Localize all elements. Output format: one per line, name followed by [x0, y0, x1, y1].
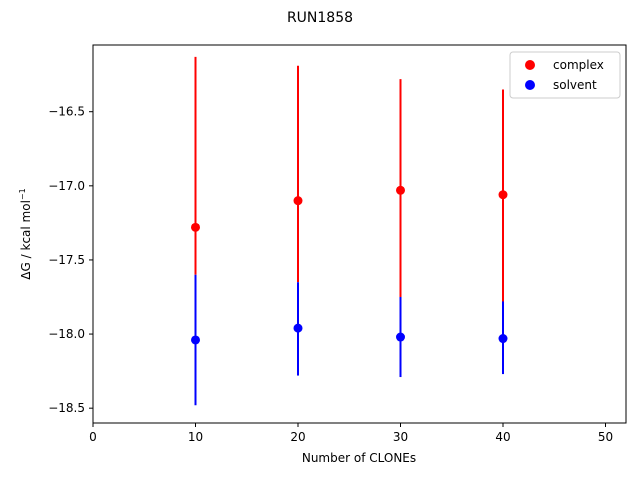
y-axis-label-superscript: −1	[18, 188, 27, 200]
y-tick-label: −18.5	[48, 401, 85, 415]
data-point-complex	[191, 222, 200, 232]
data-point-solvent	[396, 332, 405, 342]
chart-title: RUN1858	[287, 10, 353, 26]
data-point-solvent	[498, 334, 508, 344]
legend-box	[509, 51, 621, 99]
legend-marker-solvent	[525, 80, 535, 90]
error-bars	[194, 56, 504, 406]
x-tick-label: 20	[290, 430, 305, 444]
x-tick-label: 50	[598, 430, 613, 444]
y-tick-label: −18.0	[48, 327, 85, 341]
x-tick-label: 0	[89, 430, 97, 444]
x-tick-label: 30	[393, 430, 408, 444]
plot-area	[92, 44, 627, 424]
y-tick-label: −16.5	[48, 105, 85, 119]
x-axis-label: Number of CLONEs	[302, 451, 416, 465]
y-tick-label: −17.5	[48, 253, 85, 267]
data-point-solvent	[293, 323, 303, 333]
x-axis: 0 10 20 30 40 50	[89, 423, 613, 444]
axes-frame	[92, 44, 627, 424]
data-point-complex	[396, 185, 405, 195]
data-markers	[191, 185, 508, 345]
x-tick-label: 40	[495, 430, 510, 444]
legend-marker-complex	[525, 60, 535, 70]
data-point-solvent	[191, 335, 200, 345]
legend-label-complex: complex	[553, 58, 604, 72]
legend-label-solvent: solvent	[553, 78, 597, 92]
y-tick-label: −17.0	[48, 179, 85, 193]
data-point-complex	[293, 196, 303, 206]
y-axis-label: ΔG / kcal mol−1	[18, 188, 33, 279]
y-axis: −18.5 −18.0 −17.5 −17.0 −16.5	[48, 105, 93, 415]
y-axis-label-main: ΔG / kcal mol	[19, 200, 33, 280]
legend: complex solvent	[509, 51, 621, 99]
x-tick-label: 10	[188, 430, 203, 444]
data-point-complex	[498, 190, 508, 200]
